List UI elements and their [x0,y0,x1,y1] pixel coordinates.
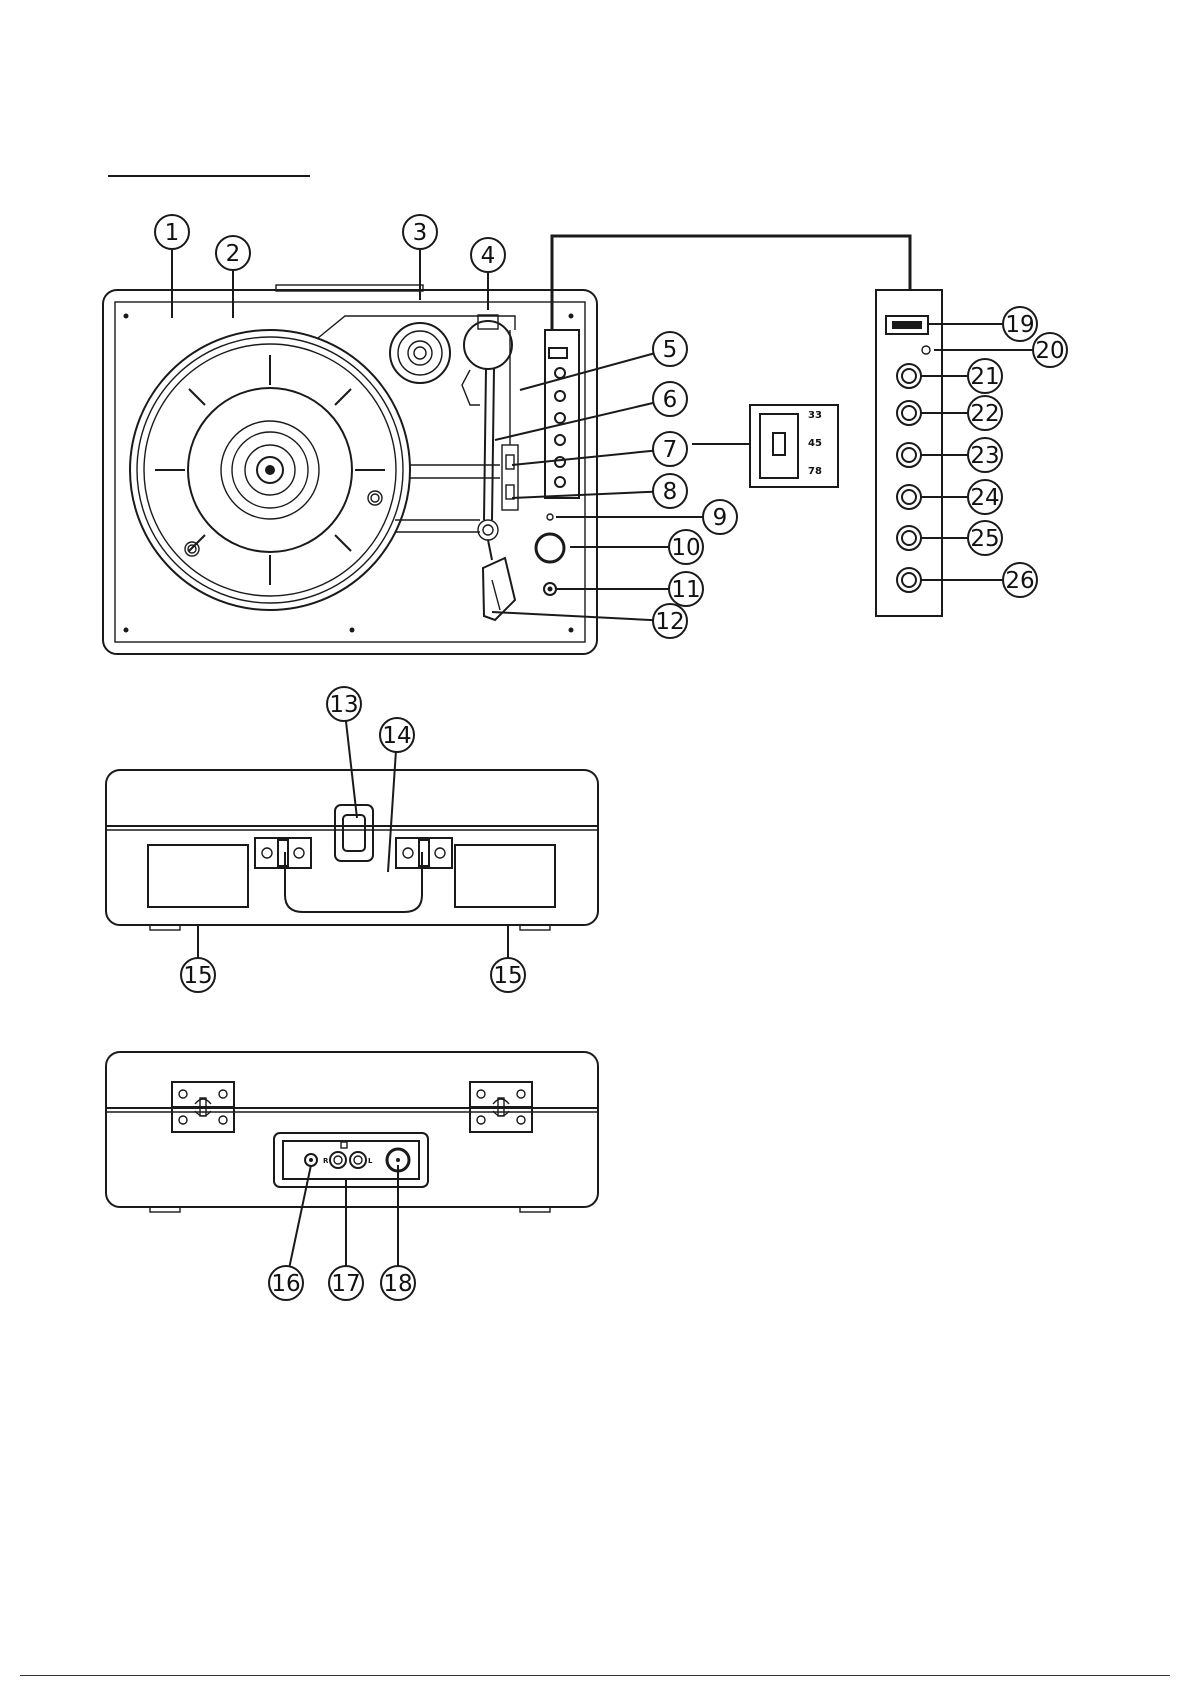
back-view: R L [106,1052,598,1212]
callout-number: 6 [663,387,678,413]
callout-6: 6 [495,382,687,440]
platter [130,330,410,610]
callout-number: 26 [1005,568,1034,594]
callout-18: 18 [381,1165,415,1300]
callout-number: 1 [165,220,180,246]
callout-7: 7 [512,432,687,466]
hinge-right [470,1082,532,1132]
callout-9: 9 [556,500,737,534]
callout-number: 10 [671,535,700,561]
callout-15: 15 [491,925,525,992]
callout-2: 2 [216,236,250,318]
callout-number: 23 [970,443,999,469]
callout-21: 21 [920,359,1002,393]
callout-number: 13 [329,692,358,718]
speed-45-label: 45 [808,438,822,449]
callout-11: 11 [556,572,703,606]
callout-number: 7 [663,437,678,463]
front-view [106,770,598,930]
page-bottom-rule [20,1675,1170,1676]
callout-8: 8 [512,474,687,508]
callout-leader-line [520,353,654,390]
callout-24: 24 [920,480,1002,514]
speed-selector-inset: 33 45 78 [692,405,838,487]
callout-number: 19 [1005,312,1034,338]
callout-leader-line [290,1165,311,1266]
callout-number: 20 [1035,338,1064,364]
callout-number: 3 [413,220,428,246]
inset-connector-line [552,236,910,330]
callout-number: 22 [970,401,999,427]
callout-17: 17 [329,1180,363,1300]
rear-connector-panel: R L [274,1133,428,1187]
callout-number: 8 [663,479,678,505]
callout-15: 15 [181,925,215,992]
callout-13: 13 [327,687,361,818]
callout-25: 25 [920,521,1002,555]
callout-number: 18 [383,1271,412,1297]
latch [335,805,373,861]
speaker-right [455,845,555,907]
callout-number: 15 [183,963,212,989]
callout-number: 14 [382,723,411,749]
callout-leader-line [492,612,653,620]
jack-left-label: L [368,1157,373,1165]
speaker-left [148,845,248,907]
callout-number: 21 [970,364,999,390]
callout-20: 20 [934,333,1067,367]
callout-number: 11 [671,577,700,603]
callout-19: 19 [928,307,1037,341]
callout-leader-line [495,403,653,440]
callout-4: 4 [471,238,505,310]
front-panel-inset [876,290,942,616]
callout-23: 23 [920,438,1002,472]
callout-number: 25 [970,526,999,552]
callout-number: 4 [481,243,496,269]
callout-number: 17 [331,1271,360,1297]
callout-leader-line [512,492,653,498]
callout-3: 3 [403,215,437,300]
callout-number: 5 [663,337,678,363]
callout-leader-line [512,451,653,465]
speed-78-label: 78 [808,466,822,477]
speed-33-label: 33 [808,410,822,421]
callout-12: 12 [492,604,687,638]
jack-right-label: R [323,1157,329,1165]
callout-22: 22 [920,396,1002,430]
hinge-left [172,1082,234,1132]
top-view: 33 45 78 [103,236,942,654]
callout-26: 26 [920,563,1037,597]
callout-number: 24 [970,485,999,511]
callout-number: 16 [271,1271,300,1297]
callout-10: 10 [570,530,703,564]
callout-number: 12 [655,609,684,635]
callout-number: 15 [493,963,522,989]
callout-number: 9 [713,505,728,531]
tonearm-assembly [318,315,518,620]
callout-number: 2 [226,241,241,267]
